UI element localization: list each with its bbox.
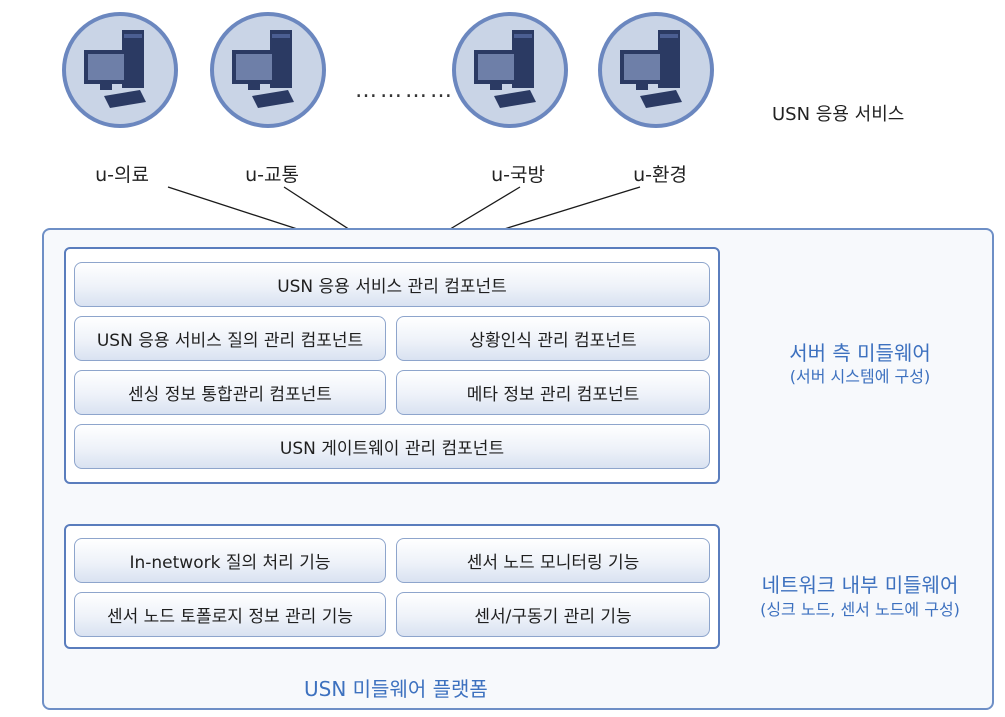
function-sensor-node-monitoring: 센서 노드 모니터링 기능 (396, 538, 710, 583)
service-icon-traffic (210, 12, 326, 128)
computer-icon (474, 30, 536, 108)
computer-icon (84, 30, 146, 108)
network-middleware-subtitle: (싱크 노드, 센서 노드에 구성) (760, 600, 960, 619)
component-sensing-integration: 센싱 정보 통합관리 컴포넌트 (74, 370, 386, 415)
component-app-service-management: USN 응용 서비스 관리 컴포넌트 (74, 262, 710, 307)
network-middleware-title: 네트워크 내부 미들웨어 (761, 573, 959, 597)
component-context-awareness: 상황인식 관리 컴포넌트 (396, 316, 710, 361)
service-label-traffic: u-교통 (245, 164, 299, 186)
component-gateway-management: USN 게이트웨이 관리 컴포넌트 (74, 424, 710, 469)
component-meta-info: 메타 정보 관리 컴포넌트 (396, 370, 710, 415)
computer-icon (232, 30, 294, 108)
ellipsis: ………… (355, 78, 455, 103)
service-arrows (167, 186, 641, 254)
service-label-medical: u-의료 (95, 164, 149, 186)
service-label-environment: u-환경 (633, 164, 687, 186)
service-icon-defense (452, 12, 568, 128)
service-label-defense: u-국방 (491, 164, 545, 186)
service-icon-medical (62, 12, 178, 128)
server-middleware-title: 서버 측 미들웨어 (789, 341, 931, 365)
service-icon-environment (598, 12, 714, 128)
function-in-network-query: In-network 질의 처리 기능 (74, 538, 386, 583)
function-sensor-actuator-management: 센서/구동기 관리 기능 (396, 592, 710, 637)
computer-icon (620, 30, 682, 108)
function-topology-management: 센서 노드 토폴로지 정보 관리 기능 (74, 592, 386, 637)
platform-label: USN 미들웨어 플랫폼 (304, 677, 488, 701)
server-middleware-subtitle: (서버 시스템에 구성) (789, 367, 931, 386)
component-app-service-query: USN 응용 서비스 질의 관리 컴포넌트 (74, 316, 386, 361)
usn-service-label: USN 응용 서비스 (772, 104, 905, 125)
